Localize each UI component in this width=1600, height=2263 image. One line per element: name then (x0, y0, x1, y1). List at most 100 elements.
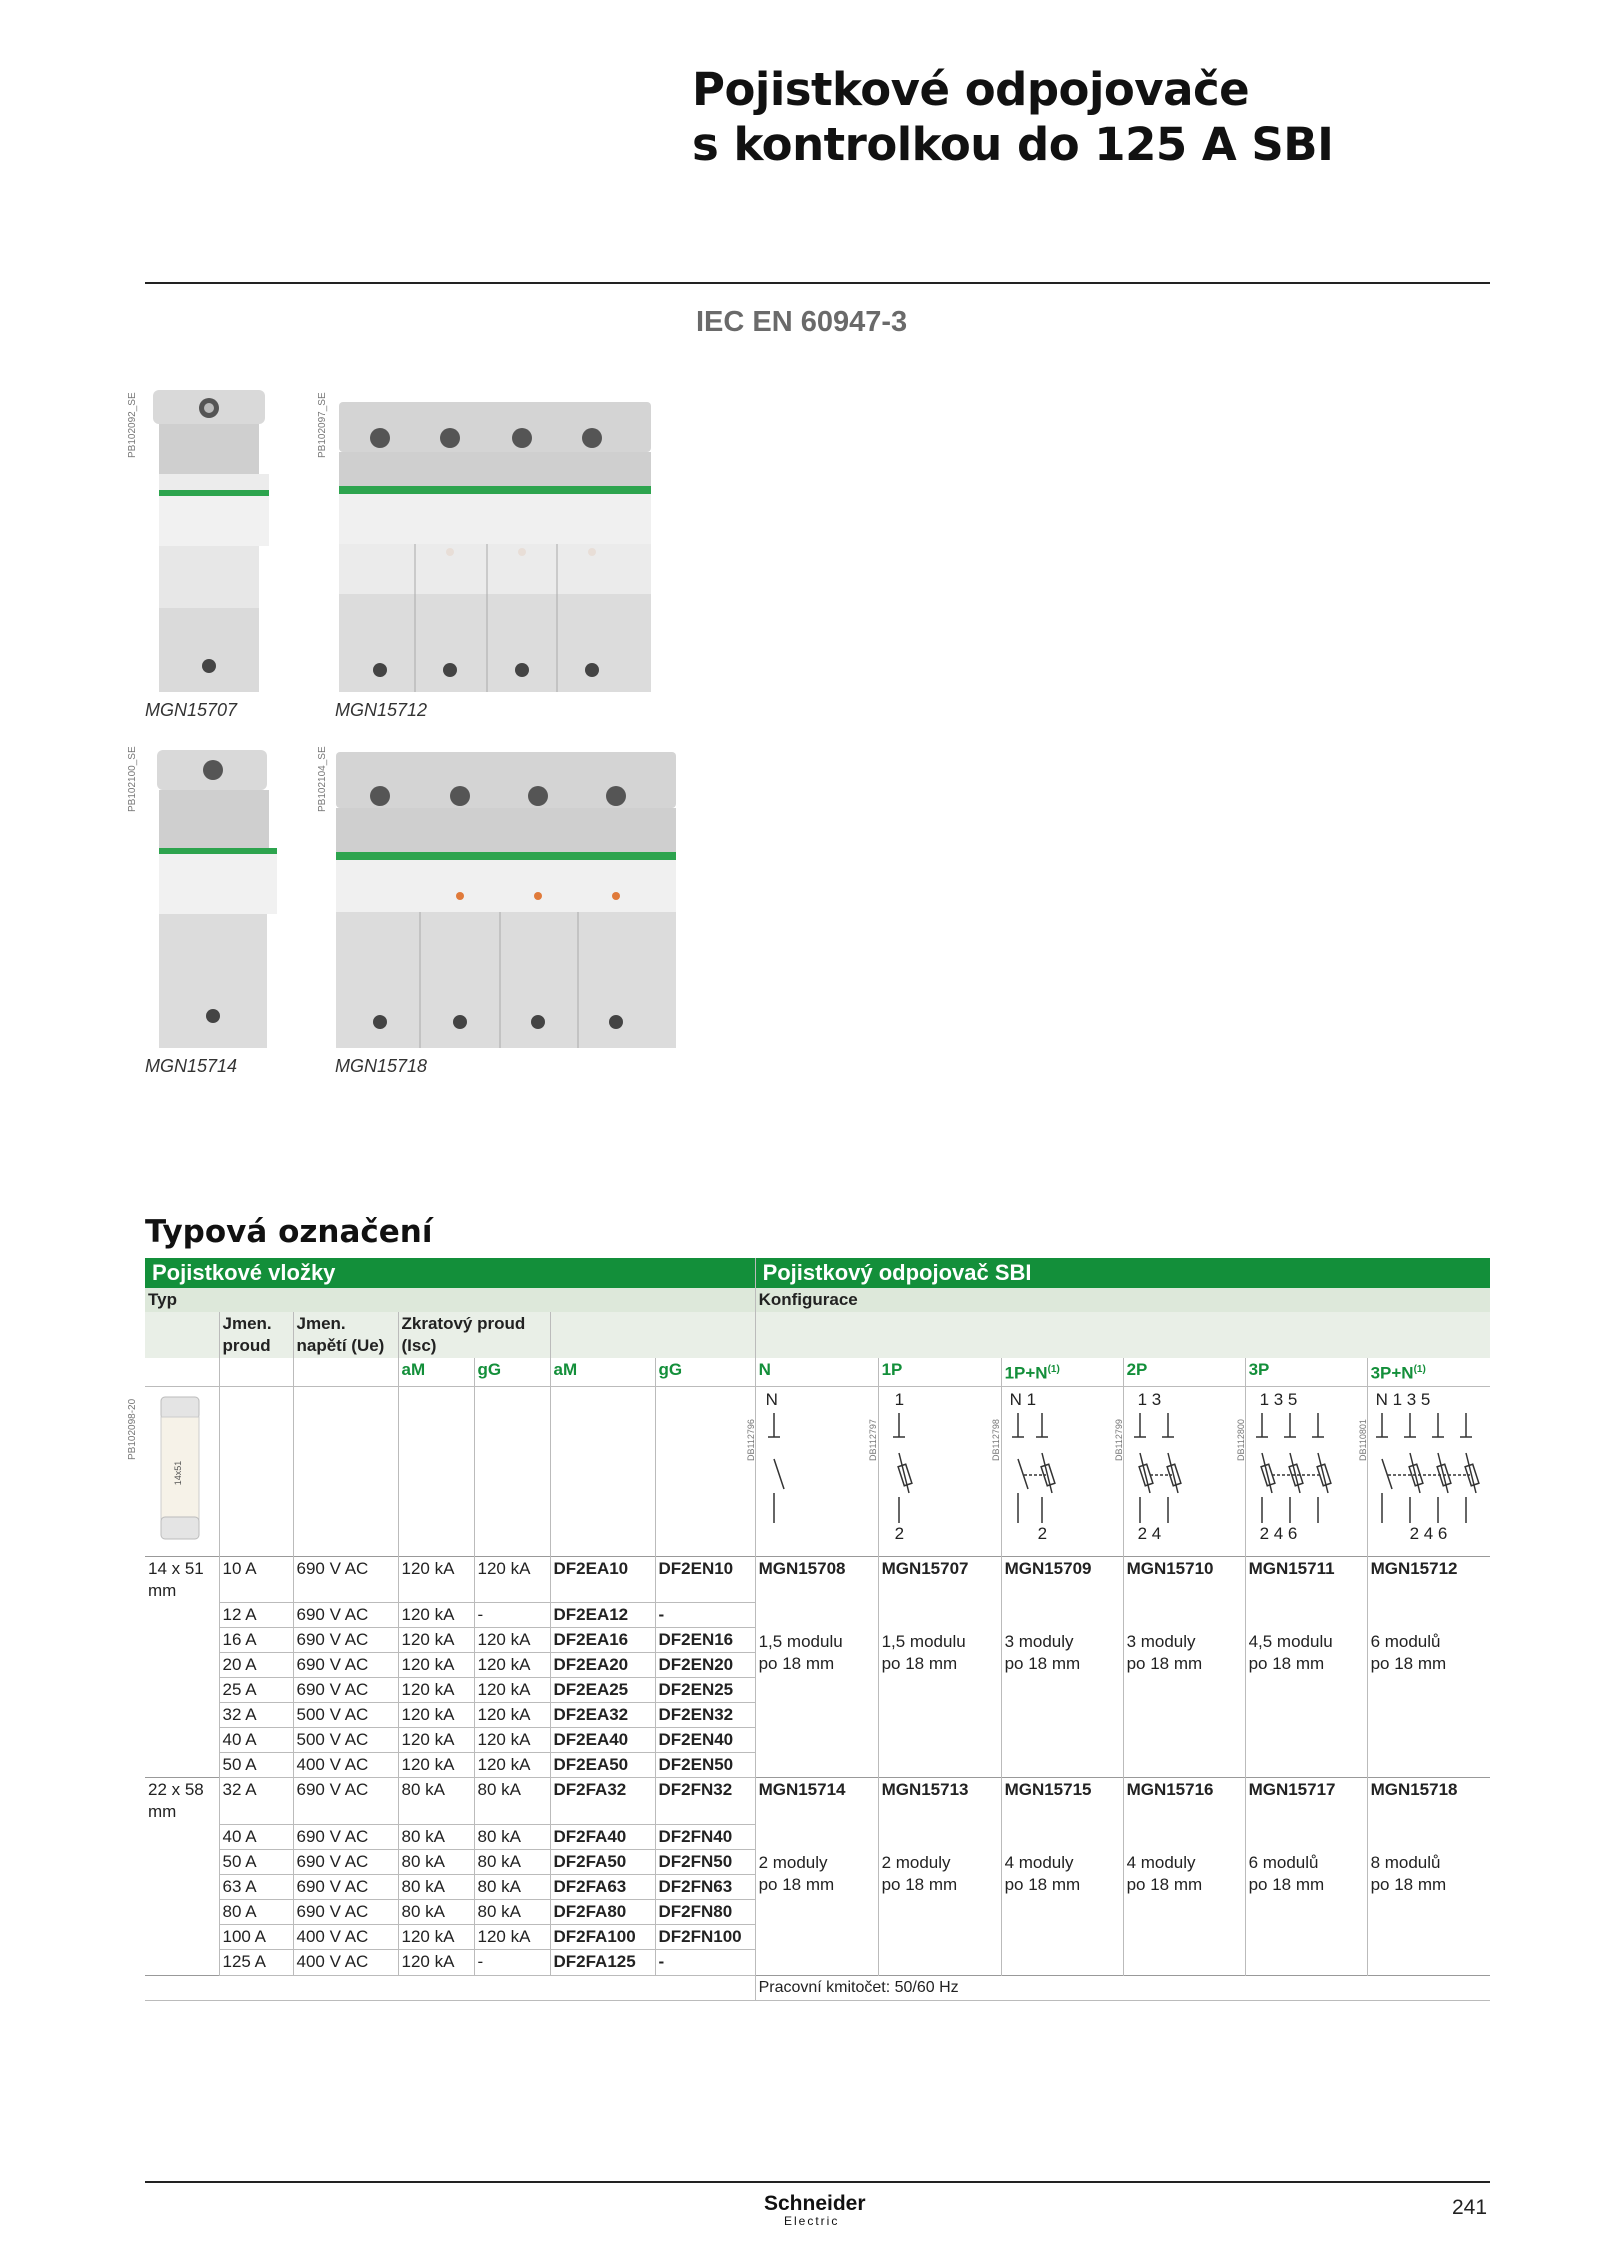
sbi-ref: MGN15710 (1122, 1556, 1246, 1603)
rated-current: 80 A (218, 1899, 293, 1925)
fuse-cartridge-image: 14x51 (160, 1396, 200, 1540)
fuse-ref-am: DF2EA10 (549, 1556, 655, 1604)
rated-current: 50 A (218, 1752, 293, 1779)
sub-gg: gG (654, 1358, 756, 1387)
isc-gg: 80 kA (473, 1899, 550, 1925)
isc-gg: - (473, 1602, 550, 1629)
fuse-ref-gg: DF2EN25 (654, 1677, 756, 1704)
page-number: 241 (1452, 2196, 1488, 2219)
isc-gg: 80 kA (473, 1874, 550, 1900)
isc-gg: 120 kA (473, 1677, 550, 1704)
sbi-ref: MGN15716 (1122, 1777, 1246, 1825)
fuse-ref-am: DF2EA32 (549, 1702, 655, 1729)
photo-code: PB102104_SE (317, 746, 328, 812)
konfigurace-label: Konfigurace (754, 1288, 1491, 1312)
rated-current: 12 A (218, 1602, 293, 1629)
sbi-ref: MGN15712 (1366, 1556, 1491, 1603)
rated-current: 100 A (218, 1924, 293, 1950)
fuse-ref-gg: - (654, 1602, 756, 1629)
fuse-ref-am: DF2FA80 (549, 1899, 655, 1925)
config-1p: 1P (877, 1358, 1002, 1387)
isc-gg: 120 kA (473, 1652, 550, 1679)
rated-current: 125 A (218, 1949, 293, 1976)
diagram-n: DB112797 N (754, 1386, 879, 1557)
brand-logo: Schneider (764, 2192, 866, 2215)
rated-current: 40 A (218, 1727, 293, 1754)
rated-voltage: 690 V AC (292, 1556, 398, 1604)
diagram-3p: DB110801 1 3 5 2 4 6 (1244, 1386, 1368, 1557)
isc-gg: - (473, 1949, 550, 1976)
sbi-ref: MGN15713 (877, 1777, 1002, 1825)
fuse-ref-gg: DF2FN100 (654, 1924, 756, 1950)
sbi-ref: MGN15717 (1244, 1777, 1368, 1825)
sub-gg: gG (473, 1358, 550, 1387)
isc-gg: 120 kA (473, 1627, 550, 1654)
rated-voltage: 400 V AC (292, 1752, 398, 1779)
isc-am: 80 kA (397, 1874, 474, 1900)
rated-current: 40 A (218, 1824, 293, 1850)
config-n: N (754, 1358, 879, 1387)
rated-voltage: 690 V AC (292, 1849, 398, 1875)
photo-caption: MGN15712 (335, 700, 428, 720)
config-1p-n: 1P+N(1) (1000, 1358, 1124, 1387)
rated-current: 10 A (218, 1556, 293, 1604)
isc-gg: 80 kA (473, 1849, 550, 1875)
sbi-ref: MGN15711 (1244, 1556, 1368, 1603)
rated-voltage: 500 V AC (292, 1727, 398, 1754)
isc-am: 80 kA (397, 1899, 474, 1925)
isc-gg: 120 kA (473, 1924, 550, 1950)
rated-voltage: 690 V AC (292, 1627, 398, 1654)
isc-am: 80 kA (397, 1849, 474, 1875)
rated-voltage: 690 V AC (292, 1777, 398, 1825)
fuse-ref-am: DF2EA16 (549, 1627, 655, 1654)
diagram-1p-n: DB112799 N 1 2 (1000, 1386, 1124, 1557)
fuse-ref-am: DF2FA125 (549, 1949, 655, 1976)
fuse-ref-gg: DF2EN16 (654, 1627, 756, 1654)
sbi-ref: MGN15708 (754, 1556, 879, 1603)
sbi-ref: MGN15715 (1000, 1777, 1124, 1825)
isc-am: 120 kA (397, 1556, 474, 1604)
rated-voltage: 690 V AC (292, 1652, 398, 1679)
rated-current: 16 A (218, 1627, 293, 1654)
fuse-ref-am: DF2FA32 (549, 1777, 655, 1825)
isc-gg: 80 kA (473, 1777, 550, 1825)
fuse-ref-am: DF2EA20 (549, 1652, 655, 1679)
photo-caption: MGN15714 (145, 1056, 238, 1076)
rated-voltage: 690 V AC (292, 1677, 398, 1704)
config-2p: 2P (1122, 1358, 1246, 1387)
fuse-ref-gg: DF2EN32 (654, 1702, 756, 1729)
fuse-ref-am: DF2FA100 (549, 1924, 655, 1950)
col-rated-current: Jmen.proud (218, 1312, 293, 1358)
isc-gg: 80 kA (473, 1824, 550, 1850)
fuse-ref-gg: DF2EN20 (654, 1652, 756, 1679)
fuse-ref-am: DF2EA12 (549, 1602, 655, 1629)
rated-current: 25 A (218, 1677, 293, 1704)
photo-caption: MGN15707 (145, 700, 238, 720)
fuse-ref-gg: - (654, 1949, 756, 1976)
rated-voltage: 400 V AC (292, 1949, 398, 1976)
fuse-links-header: Pojistkové vložky (145, 1258, 756, 1288)
fuse-ref-am: DF2EA40 (549, 1727, 655, 1754)
rated-voltage: 500 V AC (292, 1702, 398, 1729)
isc-gg: 120 kA (473, 1702, 550, 1729)
col-rated-voltage: Jmen.napětí (Ue) (292, 1312, 398, 1358)
title-line-1: Pojistkové odpojovače (692, 63, 1250, 116)
rated-current: 32 A (218, 1702, 293, 1729)
fuse-ref-gg: DF2FN80 (654, 1899, 756, 1925)
sbi-header: Pojistkový odpojovač SBI (754, 1258, 1491, 1288)
photo-code: PB102100_SE (127, 746, 138, 812)
